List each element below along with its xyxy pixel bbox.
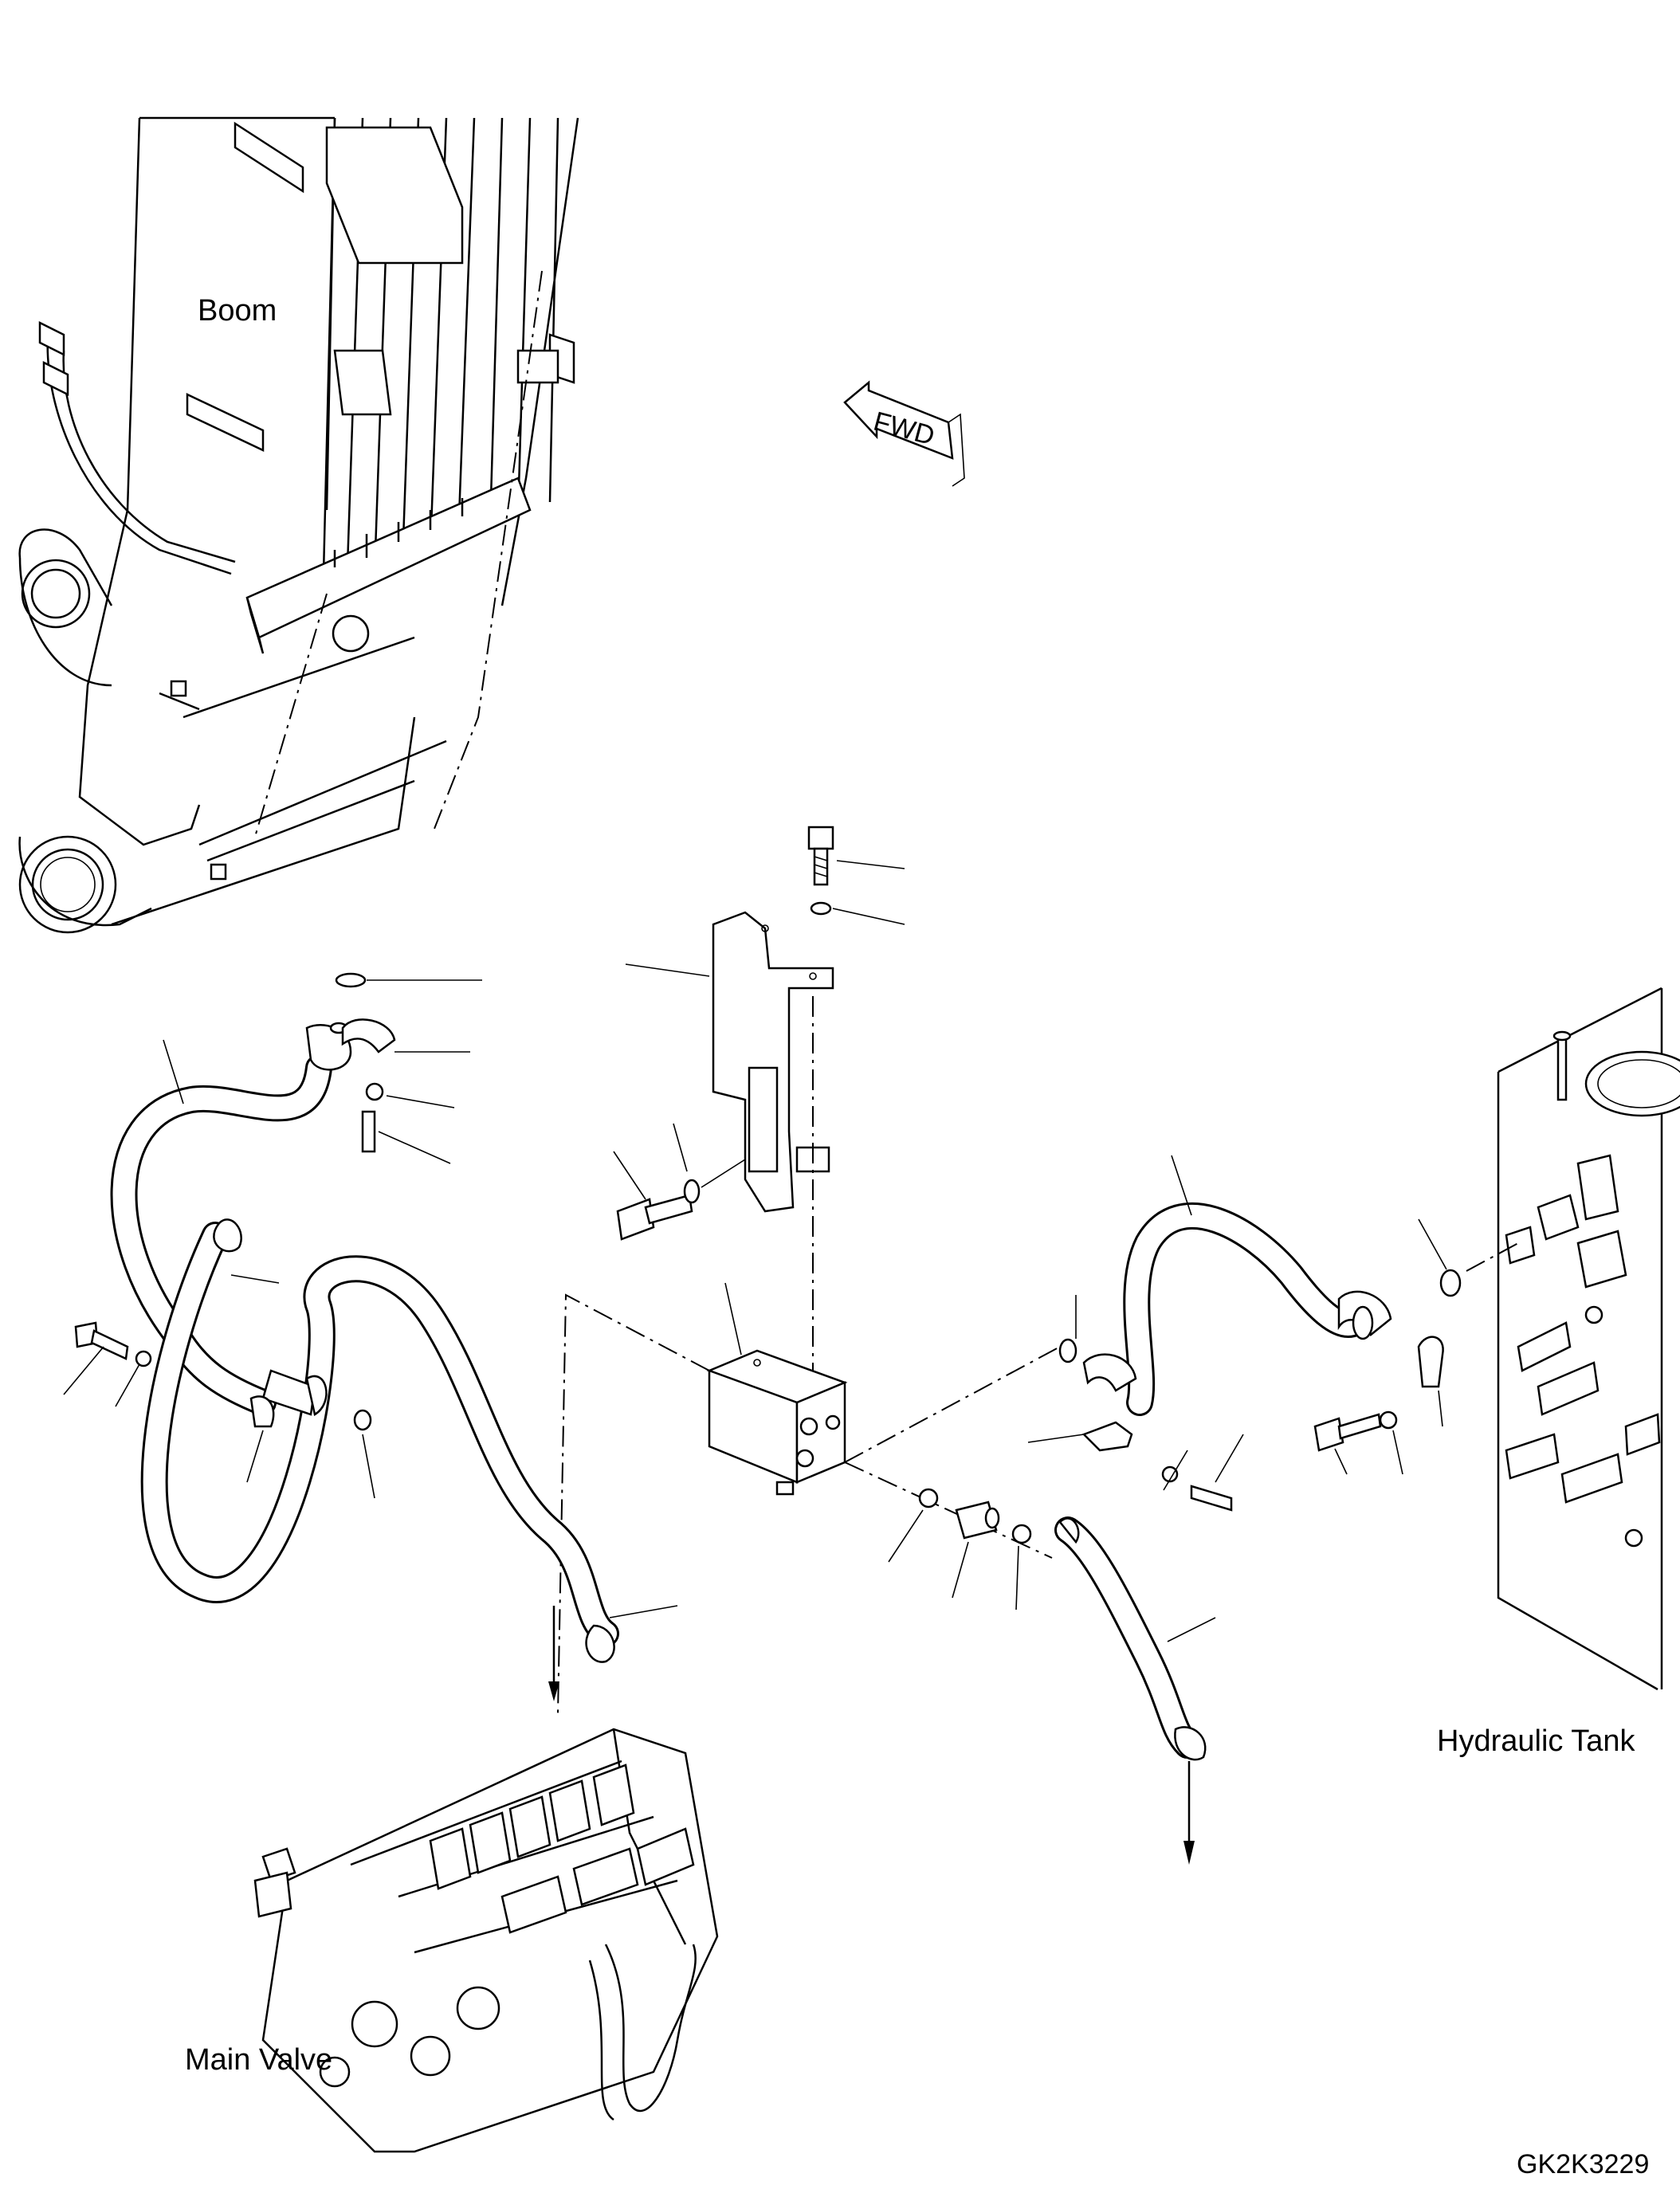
bolt-top [807,826,834,886]
drawing-number: GK2K3229 [1517,2149,1649,2179]
main-valve [253,1728,719,2153]
washer-1 [365,1082,384,1101]
bolt-bracket [616,1194,693,1241]
valve-block [706,1349,848,1496]
hydraulic-tank-label: Hydraulic Tank [1437,1724,1636,1758]
main-valve-label: Main Valve [185,2043,332,2077]
hose-left [110,1022,619,1663]
boom-label: Boom [198,294,277,328]
return-hose [1054,1516,1207,1761]
fwd-arrow-icon [843,380,965,487]
boom-assembly [18,116,579,934]
fwd-label: FWD [870,406,938,452]
washer-top [810,901,832,916]
hydraulic-tank [1466,987,1680,1691]
washer-bracket [683,1179,701,1204]
hose-right [1082,1202,1392,1416]
o-ring-1 [335,972,367,988]
bracket [712,911,834,1213]
